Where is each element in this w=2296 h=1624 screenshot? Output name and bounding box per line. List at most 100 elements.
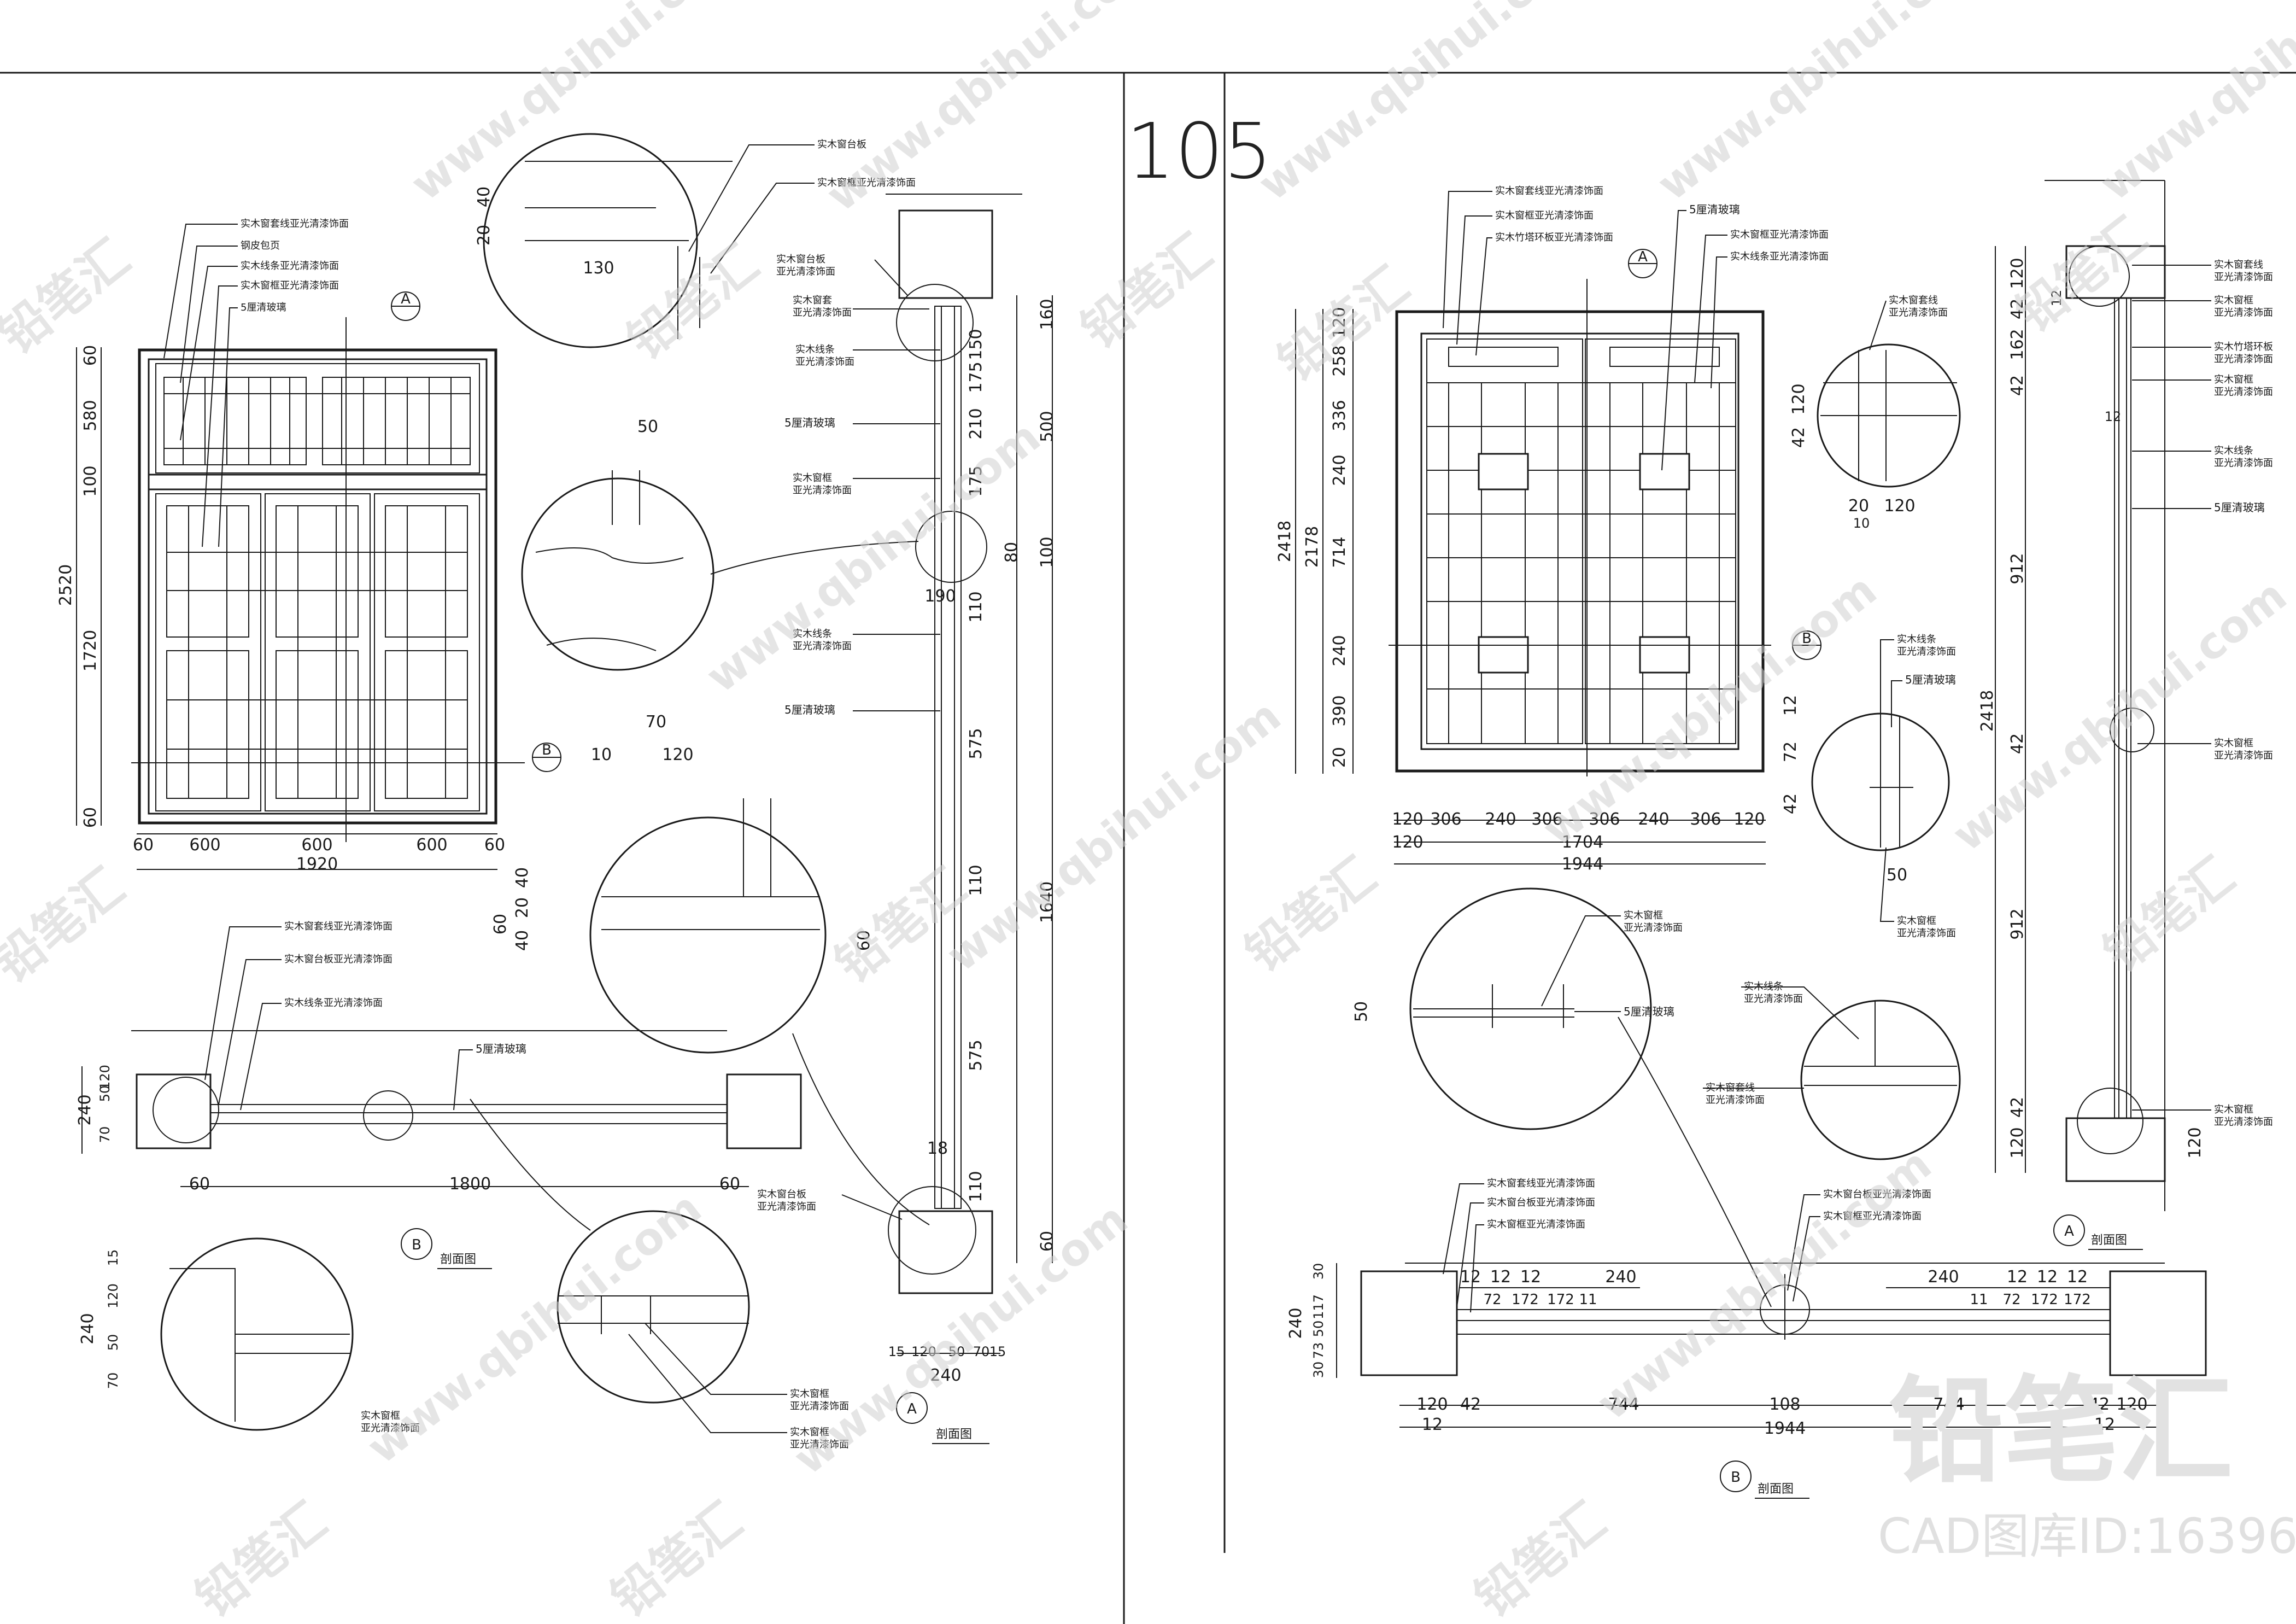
svg-text:5厘清玻璃: 5厘清玻璃 [241, 302, 286, 313]
svg-text:80: 80 [1002, 542, 1021, 563]
svg-text:www.qbihui.com: www.qbihui.com [1588, 1138, 1940, 1430]
svg-text:实木窗套线亚光清漆饰面: 实木窗套线亚光清漆饰面 [2214, 259, 2273, 283]
svg-text:实木窗台板亚光清漆饰面: 实木窗台板亚光清漆饰面 [757, 1189, 816, 1213]
svg-text:306: 306 [1589, 810, 1620, 829]
right-section-a-title: A 剖面图 [2053, 1214, 2143, 1250]
left-section-a-title: A 剖面图 [896, 1392, 989, 1444]
svg-text:120: 120 [2008, 1127, 2027, 1158]
svg-text:www.qbihui.com: www.qbihui.com [1648, 0, 2000, 211]
svg-text:实木窗套线亚光清漆饰面: 实木窗套线亚光清漆饰面 [1706, 1082, 1765, 1106]
svg-text:150: 150 [967, 329, 986, 360]
svg-text:110: 110 [967, 864, 986, 896]
svg-text:铅笔汇: 铅笔汇 [1465, 1492, 1616, 1624]
svg-text:实木窗框亚光清漆饰面: 实木窗框亚光清漆饰面 [790, 1427, 849, 1451]
right-detail-mullion: 50 实木窗框亚光清漆饰面 5厘清玻璃 [1352, 887, 1772, 1307]
svg-text:A: A [907, 1401, 917, 1417]
svg-text:172: 172 [2031, 1292, 2058, 1308]
svg-text:实木窗框亚光清漆饰面: 实木窗框亚光清漆饰面 [1897, 915, 1956, 939]
right-section-b-dimensions: 12 12 12 240 240 12 12 12 72 172 172 11 … [1286, 1263, 2165, 1438]
svg-text:390: 390 [1330, 695, 1349, 726]
svg-text:72: 72 [1781, 741, 1800, 762]
svg-text:42: 42 [2008, 299, 2027, 319]
svg-text:1944: 1944 [1562, 855, 1603, 874]
svg-text:铅笔汇: 铅笔汇 [617, 234, 769, 370]
svg-text:50: 50 [106, 1334, 121, 1351]
svg-text:实木窗套线亚光清漆饰面: 实木窗套线亚光清漆饰面 [1889, 295, 1948, 319]
svg-text:70: 70 [973, 1344, 990, 1359]
svg-text:600: 600 [189, 836, 220, 855]
svg-text:120: 120 [2008, 258, 2027, 289]
svg-text:实木窗台板亚光清漆饰面: 实木窗台板亚光清漆饰面 [1823, 1189, 1931, 1200]
svg-text:15: 15 [888, 1344, 905, 1359]
svg-text:1720: 1720 [81, 630, 100, 671]
svg-text:42: 42 [2008, 1097, 2027, 1118]
svg-text:42: 42 [2008, 375, 2027, 396]
right-elevation-marker-b: B [1792, 630, 1821, 660]
sheet-frame [0, 72, 2296, 1624]
svg-text:www.qbihui.com: www.qbihui.com [401, 0, 754, 211]
svg-text:12: 12 [1422, 1415, 1443, 1434]
svg-text:实木线条亚光清漆饰面: 实木线条亚光清漆饰面 [795, 344, 854, 368]
svg-text:实木线条亚光清漆饰面: 实木线条亚光清漆饰面 [793, 628, 852, 652]
svg-text:实木线条亚光清漆饰面: 实木线条亚光清漆饰面 [1744, 981, 1803, 1005]
svg-text:240: 240 [930, 1366, 961, 1385]
footer-brand: 铅笔汇 CAD图库ID:16396 [1878, 1364, 2296, 1564]
svg-text:240: 240 [1330, 454, 1349, 486]
svg-text:实木竹塔环板亚光清漆饰面: 实木竹塔环板亚光清漆饰面 [2214, 341, 2273, 365]
svg-text:www.qbihui.com: www.qbihui.com [358, 1182, 710, 1474]
left-elevation-marker-a: A [391, 291, 420, 321]
left-section-a [886, 194, 1022, 1294]
svg-text:5厘清玻璃: 5厘清玻璃 [2214, 501, 2265, 514]
svg-text:60: 60 [854, 930, 874, 951]
svg-text:12: 12 [2007, 1267, 2028, 1287]
svg-text:B: B [412, 1237, 421, 1253]
svg-text:12: 12 [2067, 1267, 2088, 1287]
right-detail-mid: 12 72 42 50 实木线条亚光清漆饰面 5厘清玻璃 实木窗框亚光清漆饰面 [1781, 634, 1956, 939]
svg-text:72: 72 [2002, 1292, 2020, 1308]
svg-text:120: 120 [1330, 307, 1349, 338]
svg-text:50: 50 [1311, 1321, 1326, 1337]
svg-text:175: 175 [967, 361, 986, 393]
svg-text:60: 60 [81, 807, 100, 828]
svg-text:60: 60 [81, 345, 100, 366]
svg-text:实木线条亚光清漆饰面: 实木线条亚光清漆饰面 [284, 997, 383, 1009]
svg-text:20: 20 [475, 225, 494, 246]
right-elevation-labels: 实木窗套线亚光清漆饰面 实木窗框亚光清漆饰面 实木竹塔环板亚光清漆饰面 5厘清玻… [1443, 185, 1829, 471]
svg-text:600: 600 [416, 836, 447, 855]
svg-text:240: 240 [1928, 1267, 1959, 1287]
svg-text:210: 210 [967, 408, 986, 439]
svg-text:575: 575 [967, 1039, 986, 1071]
svg-text:912: 912 [2008, 908, 2027, 939]
svg-text:40: 40 [513, 930, 532, 951]
svg-text:172: 172 [1512, 1292, 1539, 1308]
svg-text:60: 60 [484, 836, 505, 855]
svg-text:240: 240 [1330, 635, 1349, 666]
footer-brand-code: CAD图库ID:16396 [1878, 1508, 2296, 1564]
svg-text:5厘清玻璃: 5厘清玻璃 [1624, 1005, 1674, 1018]
svg-text:160: 160 [1038, 299, 1057, 330]
left-elevation-marker-b: B [532, 742, 561, 772]
svg-text:240: 240 [1605, 1267, 1636, 1287]
svg-text:336: 336 [1330, 400, 1349, 431]
svg-text:2520: 2520 [56, 564, 75, 606]
svg-text:60: 60 [719, 1175, 740, 1194]
svg-text:铅笔汇: 铅笔汇 [1235, 846, 1386, 983]
svg-text:5厘清玻璃: 5厘清玻璃 [1689, 203, 1740, 216]
svg-text:110: 110 [967, 1171, 986, 1202]
svg-text:实木窗框亚光清漆饰面: 实木窗框亚光清漆饰面 [1823, 1211, 1922, 1222]
svg-text:A: A [1638, 249, 1648, 265]
right-elevation [1389, 279, 1771, 776]
svg-text:实木窗台板: 实木窗台板 [817, 139, 866, 150]
svg-text:实木窗套线亚光清漆饰面: 实木窗套线亚光清漆饰面 [1487, 1178, 1595, 1189]
sheet-number: 105 [1126, 107, 1272, 196]
left-section-a-dimensions: 160 150 175 210 175 80 190 110 575 110 5… [888, 295, 1057, 1385]
svg-text:1640: 1640 [1038, 881, 1057, 923]
right-section-a-labels: 实木窗套线亚光清漆饰面 实木窗框亚光清漆饰面 实木竹塔环板亚光清漆饰面 实木窗框… [2132, 259, 2273, 1128]
svg-text:73: 73 [1311, 1342, 1326, 1359]
svg-text:实木窗框亚光清漆饰面: 实木窗框亚光清漆饰面 [1624, 910, 1683, 934]
svg-text:实木窗套亚光清漆饰面: 实木窗套亚光清漆饰面 [793, 295, 852, 319]
svg-text:剖面图: 剖面图 [2091, 1234, 2127, 1247]
right-section-b-labels: 实木窗套线亚光清漆饰面 实木窗台板亚光清漆饰面 实木窗框亚光清漆饰面 实木窗台板… [1443, 1178, 1931, 1313]
svg-text:铅笔汇: 铅笔汇 [2006, 207, 2157, 343]
right-detail-sill: 实木线条亚光清漆饰面 实木窗套线亚光清漆饰面 [1703, 981, 1961, 1160]
